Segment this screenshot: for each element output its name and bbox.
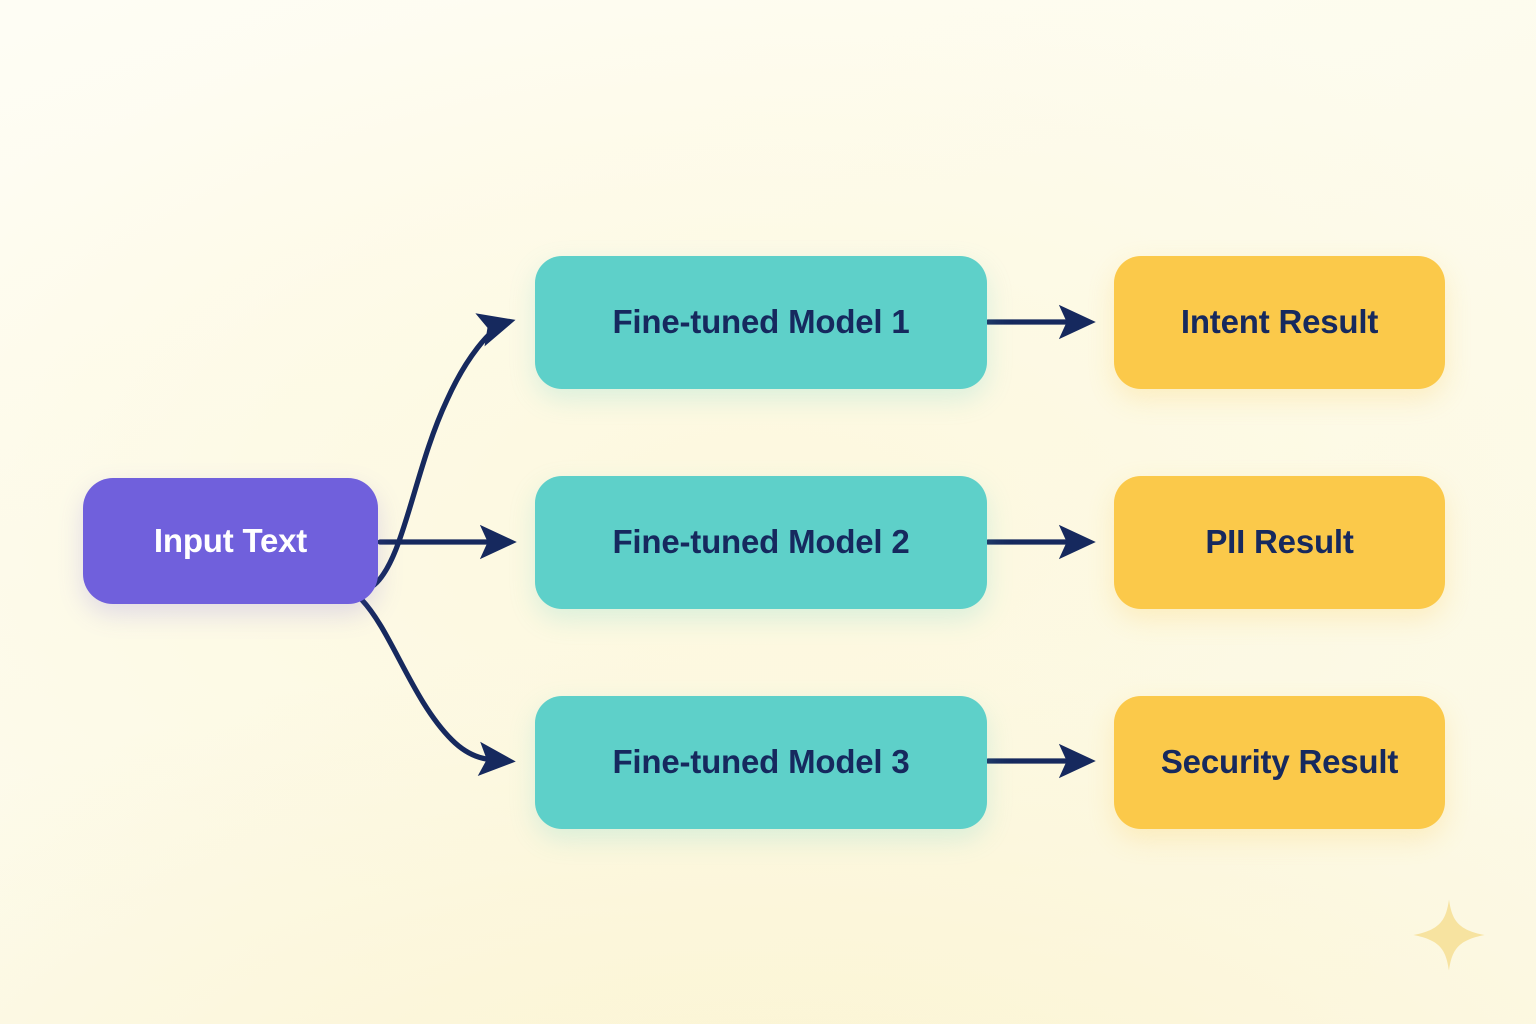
node-security-result[interactable]: Security Result [1114, 696, 1445, 829]
node-fine-tuned-model-2[interactable]: Fine-tuned Model 2 [535, 476, 987, 609]
node-fine-tuned-model-1[interactable]: Fine-tuned Model 1 [535, 256, 987, 389]
node-pii-result[interactable]: PII Result [1114, 476, 1445, 609]
node-fine-tuned-model-3[interactable]: Fine-tuned Model 3 [535, 696, 987, 829]
sparkle-icon [1413, 899, 1485, 971]
edge-input-to-model-1 [371, 313, 516, 588]
edge-input-to-model-3 [359, 597, 516, 777]
node-input-text-label: Input Text [153, 521, 308, 559]
node-intent-result-label: Intent Result [1180, 303, 1379, 341]
node-fine-tuned-model-3-label: Fine-tuned Model 3 [612, 743, 910, 781]
node-input-text[interactable]: Input Text [83, 478, 378, 604]
node-fine-tuned-model-1-label: Fine-tuned Model 1 [612, 303, 910, 341]
node-security-result-label: Security Result [1160, 743, 1399, 781]
node-pii-result-label: PII Result [1205, 523, 1354, 561]
node-fine-tuned-model-2-label: Fine-tuned Model 2 [612, 523, 910, 561]
node-intent-result[interactable]: Intent Result [1114, 256, 1445, 389]
